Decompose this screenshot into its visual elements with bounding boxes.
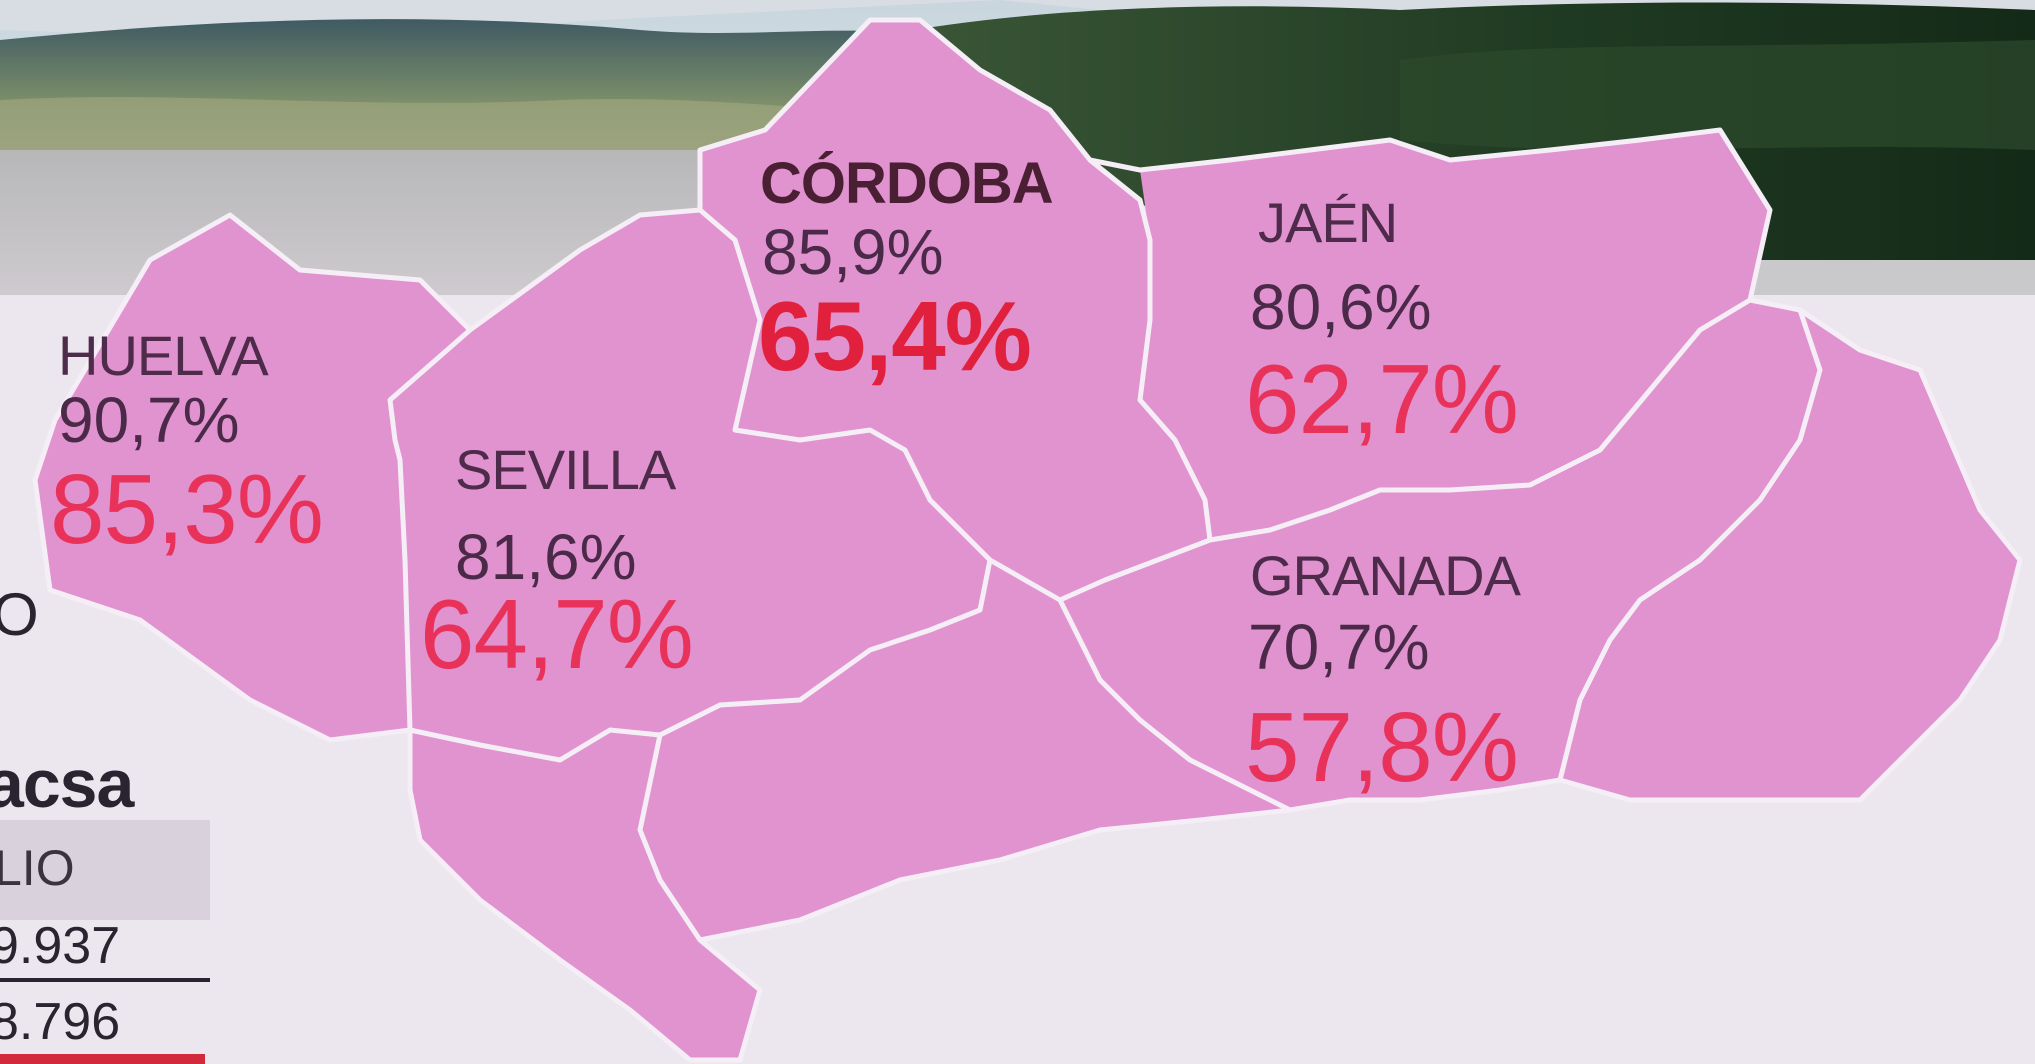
region-sevilla xyxy=(390,210,990,760)
region-cadiz xyxy=(410,730,760,1060)
province-name-jaen: JAÉN xyxy=(1258,191,1398,254)
side-panel-rule xyxy=(0,978,210,982)
region-borders xyxy=(32,17,2023,1063)
province-pct-a-sevilla: 81,6% xyxy=(455,521,637,593)
side-fragment-letter: O xyxy=(0,581,39,648)
side-value-2: 8.796 xyxy=(0,993,121,1051)
region-malaga xyxy=(640,560,1290,940)
province-pct-b-jaen: 62,7% xyxy=(1245,344,1519,454)
province-pct-b-cordoba: 65,4% xyxy=(758,281,1032,391)
region-jaen xyxy=(1140,130,1770,540)
province-pct-a-cordoba: 85,9% xyxy=(762,216,944,288)
province-pct-b-sevilla: 64,7% xyxy=(420,579,694,689)
province-name-sevilla: SEVILLA xyxy=(455,438,676,501)
side-panel-red-bar xyxy=(0,1054,205,1064)
side-value-1: 9.937 xyxy=(0,917,121,975)
region-huelva xyxy=(35,215,470,740)
province-pct-a-huelva: 90,7% xyxy=(58,384,240,456)
side-fragment-sub: LIO xyxy=(0,840,75,896)
province-pct-a-granada: 70,7% xyxy=(1248,611,1430,683)
province-pct-b-huelva: 85,3% xyxy=(50,454,324,564)
andalusia-regions xyxy=(35,20,2020,1060)
province-pct-a-jaen: 80,6% xyxy=(1250,271,1432,343)
province-pct-b-granada: 57,8% xyxy=(1245,692,1519,802)
region-granada xyxy=(1060,300,1820,810)
region-cordoba xyxy=(700,20,1210,600)
side-fragment-title: acsa xyxy=(0,746,134,822)
side-panel-background xyxy=(0,820,210,920)
province-name-cordoba: CÓRDOBA xyxy=(760,151,1054,216)
region-almeria xyxy=(1560,310,2020,800)
province-name-granada: GRANADA xyxy=(1250,544,1521,607)
province-name-huelva: HUELVA xyxy=(58,324,269,387)
